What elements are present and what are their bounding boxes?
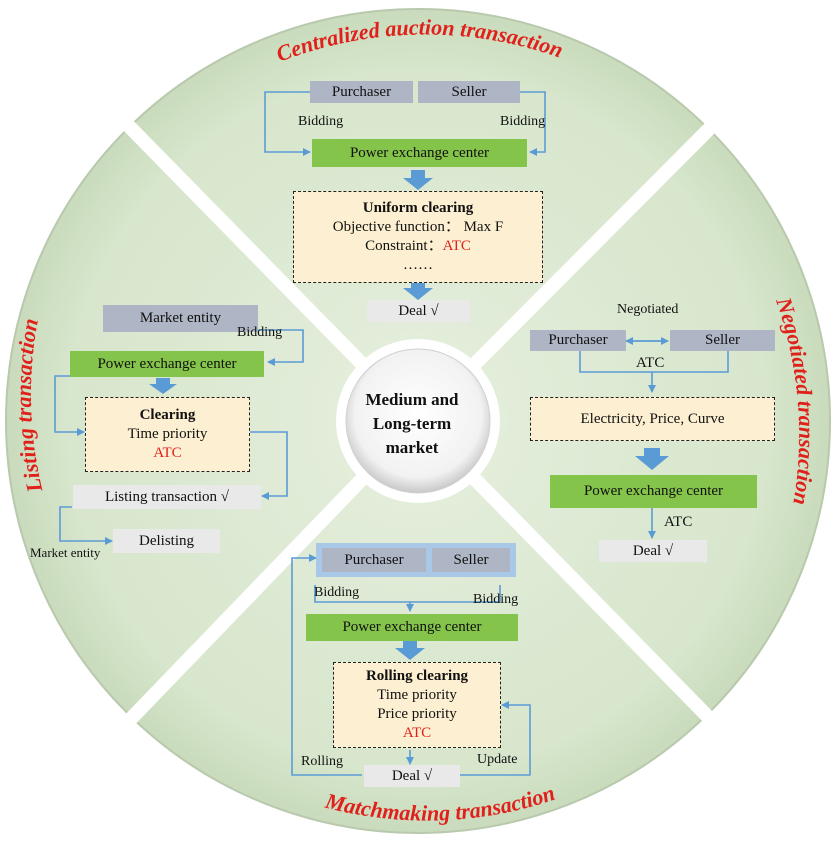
bottom-exchange-box: Power exchange center — [306, 614, 518, 641]
top-exchange-box: Power exchange center — [312, 139, 527, 167]
bottom-update-label: Update — [477, 752, 518, 767]
top-constraint-label: Constraint： — [365, 238, 443, 254]
bottom-purchaser-box: Purchaser — [322, 548, 426, 572]
hub — [345, 348, 491, 494]
bottom-price-priority: Price priority — [377, 706, 457, 722]
left-market-entity-box: Market entity — [103, 305, 258, 332]
left-clearing-title: Clearing — [139, 407, 196, 423]
bottom-rolling-label: Rolling — [301, 754, 344, 769]
thick-arrows — [149, 170, 669, 660]
left-delisting-box: Delisting — [113, 529, 220, 553]
right-negotiated-label: Negotiated — [617, 302, 679, 317]
top-seller-box: Seller — [418, 81, 520, 103]
center-line3: market — [385, 438, 439, 457]
left-clearing-box: Clearing Time priority ATC — [85, 397, 250, 472]
top-constraint-line: Constraint：ATC — [365, 237, 471, 256]
left-atc: ATC — [153, 445, 182, 461]
right-purchaser-box: Purchaser — [530, 330, 626, 351]
top-bidding-right: Bidding — [500, 114, 546, 129]
top-clearing-box: Uniform clearing Objective function： Max… — [293, 191, 543, 283]
left-bidding-label: Bidding — [237, 325, 283, 340]
top-objective: Objective function： Max F — [332, 219, 504, 235]
bottom-seller-box: Seller — [432, 548, 510, 572]
left-exchange-box: Power exchange center — [70, 351, 264, 377]
left-time-priority: Time priority — [127, 426, 208, 442]
top-purchaser-box: Purchaser — [310, 81, 413, 103]
bottom-clearing-box: Rolling clearing Time priority Price pri… — [333, 662, 501, 748]
bottom-time-priority: Time priority — [377, 687, 457, 703]
right-items-box: Electricity, Price, Curve — [530, 397, 775, 441]
right-atc-label: ATC — [636, 355, 665, 371]
center-label: Medium and Long-term market — [350, 388, 474, 460]
center-line2: Long-term — [372, 414, 452, 433]
top-ellipsis: …… — [403, 257, 433, 273]
top-bidding-left: Bidding — [298, 114, 344, 129]
top-deal-box: Deal √ — [367, 300, 470, 322]
bottom-bidding-left: Bidding — [314, 585, 360, 600]
bottom-clearing-title: Rolling clearing — [365, 668, 469, 684]
top-clearing-title: Uniform clearing — [362, 200, 474, 216]
left-listing-box: Listing transaction √ — [73, 485, 261, 509]
top-constraint-atc: ATC — [442, 238, 471, 254]
left-market-entity-label: Market entity — [30, 545, 101, 560]
right-exchange-box: Power exchange center — [550, 475, 757, 508]
right-seller-box: Seller — [670, 330, 775, 351]
bottom-bidding-right: Bidding — [473, 592, 519, 607]
right-deal-box: Deal √ — [599, 540, 707, 562]
bottom-deal-box: Deal √ — [364, 765, 460, 787]
bottom-atc: ATC — [402, 725, 432, 741]
connectors — [54, 91, 729, 776]
right-atc2-label: ATC — [664, 514, 693, 530]
center-line1: Medium and — [365, 390, 459, 409]
